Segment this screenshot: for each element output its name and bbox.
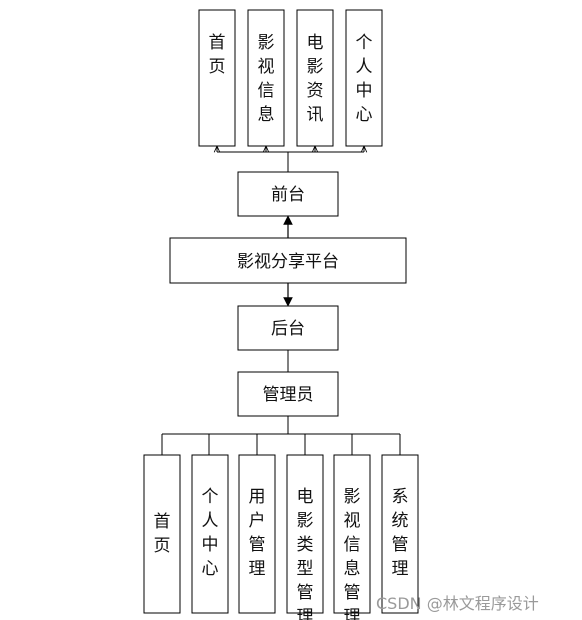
admin-modules-group: 首页 个人中心 用户管理 电影类型管理 影视信息管理 系统管理 bbox=[143, 454, 419, 620]
front-module-2: 影视信息 bbox=[247, 9, 285, 147]
front-module-1: 首页 bbox=[198, 9, 236, 147]
csdn-watermark: CSDN @林文程序设计 bbox=[376, 594, 539, 613]
front-node: 前台 bbox=[237, 171, 339, 217]
front-node-label: 前台 bbox=[271, 185, 305, 205]
admin-module-3: 用户管理 bbox=[238, 454, 276, 614]
admin-module-4: 电影类型管理 bbox=[286, 454, 324, 620]
admin-module-label: 系统管理 bbox=[392, 487, 409, 579]
admin-module-2: 个人中心 bbox=[191, 454, 229, 614]
front-module-label: 首页 bbox=[209, 33, 226, 77]
admin-node-label: 管理员 bbox=[263, 385, 314, 405]
admin-module-label: 用户管理 bbox=[249, 487, 266, 579]
front-module-4: 个人中心 bbox=[345, 9, 383, 147]
admin-module-label: 电影类型管理 bbox=[297, 487, 314, 620]
platform-node: 影视分享平台 bbox=[169, 237, 407, 284]
front-module-label: 电影资讯 bbox=[307, 33, 324, 125]
admin-module-5: 影视信息管理 bbox=[333, 454, 371, 620]
front-module-label: 个人中心 bbox=[356, 33, 373, 125]
front-module-label: 影视信息 bbox=[258, 33, 275, 125]
back-node: 后台 bbox=[237, 305, 339, 351]
admin-connector bbox=[161, 416, 401, 455]
admin-module-1: 首页 bbox=[143, 454, 181, 614]
back-node-label: 后台 bbox=[271, 319, 305, 339]
front-module-3: 电影资讯 bbox=[296, 9, 334, 147]
front-connector bbox=[217, 146, 364, 172]
front-modules-group: 首页 影视信息 电影资讯 个人中心 bbox=[198, 9, 383, 147]
admin-node: 管理员 bbox=[237, 371, 339, 417]
platform-label: 影视分享平台 bbox=[237, 252, 339, 272]
admin-module-6: 系统管理 bbox=[381, 454, 419, 614]
admin-module-label: 影视信息管理 bbox=[344, 487, 361, 620]
admin-module-label: 个人中心 bbox=[202, 487, 219, 579]
admin-module-label: 首页 bbox=[154, 512, 171, 556]
